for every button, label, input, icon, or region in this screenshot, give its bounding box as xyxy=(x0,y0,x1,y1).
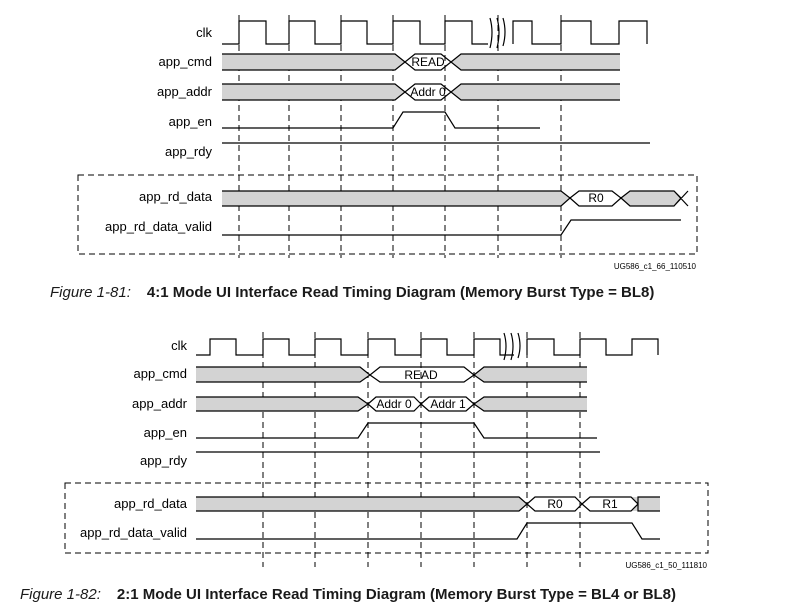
signal-label-app-addr: app_addr xyxy=(157,84,213,99)
signal-label-app-addr: app_addr xyxy=(132,396,188,411)
figure-2-title: 2:1 Mode UI Interface Read Timing Diagra… xyxy=(116,586,677,603)
clk-waveform xyxy=(222,20,648,45)
app-rd-data-valid-waveform xyxy=(196,522,660,540)
signal-label-app-cmd: app_cmd xyxy=(134,366,187,381)
app-rd-data-waveform xyxy=(196,496,660,512)
app-cmd-value: READ xyxy=(411,55,445,69)
clk-break-marks xyxy=(503,332,521,361)
signal-label-app-rd-data-valid: app_rd_data_valid xyxy=(80,525,187,540)
signal-label-app-en: app_en xyxy=(144,425,187,440)
read-data-group-box xyxy=(77,174,698,255)
app-addr-waveform xyxy=(222,83,620,101)
signal-label-clk: clk xyxy=(171,338,187,353)
signal-label-app-cmd: app_cmd xyxy=(159,54,212,69)
signal-label-app-rdy: app_rdy xyxy=(165,144,212,159)
signal-label-app-rd-data: app_rd_data xyxy=(139,189,213,204)
figure-ref-id: UG586_c1_50_111810 xyxy=(625,561,707,570)
clk-waveform xyxy=(196,338,659,356)
figure-2-caption: Figure 1-82: 2:1 Mode UI Interface Read T… xyxy=(20,586,676,603)
app-cmd-waveform xyxy=(196,366,587,383)
figure-1-title: 4:1 Mode UI Interface Read Timing Diagra… xyxy=(146,284,655,301)
app-cmd-value: READ xyxy=(404,368,438,382)
app-addr-value: Addr 0 xyxy=(410,85,446,99)
app-addr-value-0: Addr 0 xyxy=(376,397,412,411)
app-addr-value-1: Addr 1 xyxy=(430,397,466,411)
figure-2-number: Figure 1-82: xyxy=(20,586,101,603)
signal-label-app-en: app_en xyxy=(169,114,212,129)
figure-2-diagram: clk app_cmd app_addr app_en app_rdy app_… xyxy=(64,332,709,570)
signal-label-clk: clk xyxy=(196,25,212,40)
figure-1-diagram: clk app_cmd app_addr app_en app_rdy app_… xyxy=(77,15,698,271)
app-rd-data-value: R0 xyxy=(588,191,604,205)
signal-label-app-rd-data: app_rd_data xyxy=(114,496,188,511)
app-rd-data-value-1: R1 xyxy=(602,497,618,511)
app-en-waveform xyxy=(222,111,540,129)
app-rd-data-waveform xyxy=(222,190,689,207)
figure-ref-id: UG586_c1_66_110510 xyxy=(614,262,697,271)
signal-label-app-rdy: app_rdy xyxy=(140,453,187,468)
grid-lines xyxy=(238,15,562,258)
app-en-waveform xyxy=(196,422,597,439)
figure-1-number: Figure 1-81: xyxy=(50,284,131,301)
read-data-group-box xyxy=(64,482,709,554)
grid-lines xyxy=(262,332,581,567)
app-cmd-waveform xyxy=(222,53,620,71)
app-rd-data-value-0: R0 xyxy=(547,497,563,511)
app-rd-data-valid-waveform xyxy=(222,219,681,236)
figure-1-caption: Figure 1-81: 4:1 Mode UI Interface Read T… xyxy=(50,284,654,301)
app-addr-waveform xyxy=(196,396,587,412)
signal-label-app-rd-data-valid: app_rd_data_valid xyxy=(105,219,212,234)
clk-break-marks xyxy=(489,17,506,49)
